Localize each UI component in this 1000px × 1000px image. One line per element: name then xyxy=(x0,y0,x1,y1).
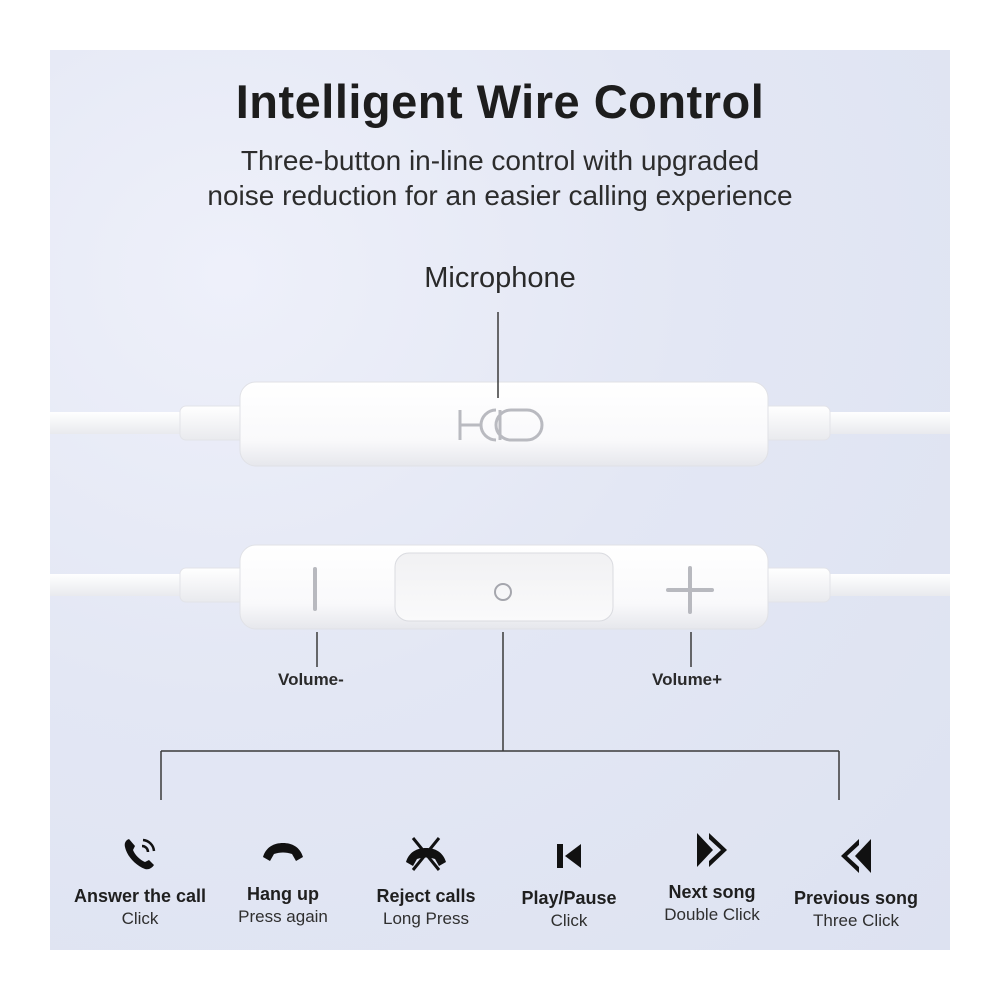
action-name: Reject calls xyxy=(376,886,476,906)
action-desc: Click xyxy=(550,911,588,930)
action-answer-call: Answer the call Click xyxy=(55,830,225,929)
upper-strain-relief-left xyxy=(179,405,249,441)
subtitle-line-1: Three-button in-line control with upgrad… xyxy=(240,145,760,176)
lower-cable-right xyxy=(815,574,950,596)
upper-cable-right xyxy=(815,412,950,434)
lower-strain-relief-right xyxy=(759,567,831,603)
microphone-remote xyxy=(50,381,950,467)
action-reject-calls: Reject calls Long Press xyxy=(341,830,511,929)
action-desc: Click xyxy=(121,909,159,928)
upper-strain-relief-right xyxy=(759,405,831,441)
volume-plus-label: Volume+ xyxy=(652,670,723,689)
action-name: Play/Pause xyxy=(521,888,617,908)
subtitle-line-2: noise reduction for an easier calling ex… xyxy=(207,180,793,211)
upper-remote-body xyxy=(239,381,769,467)
previous-song-icon xyxy=(771,832,941,880)
action-previous-song: Previous song Three Click xyxy=(771,832,941,931)
action-hang-up: Hang up Press again xyxy=(198,828,368,927)
action-desc: Long Press xyxy=(383,909,469,928)
action-name: Answer the call xyxy=(73,886,207,906)
play-pause-button xyxy=(394,552,614,622)
hang-up-icon xyxy=(198,828,368,876)
volume-plus-icon xyxy=(666,566,714,614)
button-remote xyxy=(50,544,950,630)
play-pause-icon xyxy=(484,832,654,880)
lower-cable-left xyxy=(50,574,190,596)
volume-minus-icon xyxy=(313,567,317,611)
background-panel xyxy=(50,50,950,950)
action-desc: Double Click xyxy=(664,905,760,924)
action-play-pause: Play/Pause Click xyxy=(484,832,654,931)
action-next-song: Next song Double Click xyxy=(627,826,797,925)
action-name: Previous song xyxy=(793,888,919,908)
phone-ringing-icon xyxy=(55,830,225,878)
center-dot-icon xyxy=(494,583,512,601)
action-desc: Press again xyxy=(238,907,328,926)
next-song-icon xyxy=(627,826,797,874)
upper-cable-left xyxy=(50,412,190,434)
volume-minus-label: Volume- xyxy=(278,670,344,689)
callout-lines xyxy=(160,312,840,800)
action-name: Hang up xyxy=(247,884,319,904)
action-name: Next song xyxy=(668,882,756,902)
microphone-logo-icon xyxy=(458,408,544,442)
action-desc: Three Click xyxy=(813,911,899,930)
page-title: Intelligent Wire Control xyxy=(235,75,765,128)
microphone-label: Microphone xyxy=(424,262,576,294)
lower-strain-relief-left xyxy=(179,567,249,603)
reject-call-icon xyxy=(341,830,511,878)
